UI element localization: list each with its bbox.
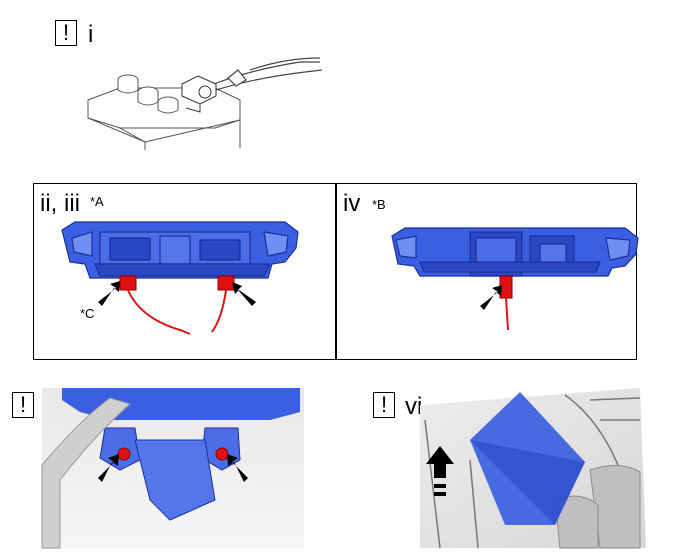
callout-label-c: *C xyxy=(80,306,95,321)
caution-mark-step-vi: ! xyxy=(373,392,395,418)
caution-mark-step-i: ! xyxy=(55,20,77,46)
battery-caps xyxy=(117,74,179,114)
blue-housing-iv xyxy=(391,227,639,277)
frame-bar-v xyxy=(41,397,132,549)
red-fasteners-v xyxy=(117,447,229,461)
frame-divider xyxy=(335,184,337,359)
ref-label-b: *B xyxy=(372,197,386,212)
blue-housing xyxy=(61,221,299,279)
red-wires xyxy=(127,289,227,335)
caution-mark-step-v: ! xyxy=(12,392,34,418)
callout-arrow-iv xyxy=(480,285,502,310)
callout-arrows-v xyxy=(98,454,248,482)
step-label-vi: vi xyxy=(405,393,423,420)
upward-arrow-vi xyxy=(426,446,454,496)
step-label-ii-iii: ii, iii xyxy=(40,190,80,217)
callout-arrows xyxy=(98,281,256,306)
red-wire-iv xyxy=(505,297,509,331)
negative-terminal-clamp xyxy=(181,75,217,113)
ref-label-a: *A xyxy=(90,194,104,209)
battery-cable xyxy=(213,57,323,91)
removal-detail-frame xyxy=(33,183,637,360)
step-label-i: i xyxy=(88,21,94,48)
step-label-iv: iv xyxy=(343,190,361,217)
